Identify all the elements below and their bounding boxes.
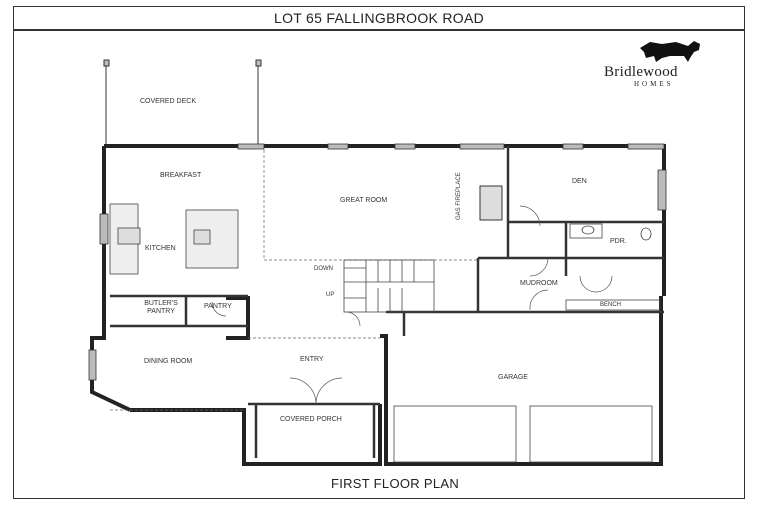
label-den: DEN [572, 178, 587, 185]
label-garage: GARAGE [498, 374, 528, 381]
door-swings [211, 205, 613, 405]
horse-logo-icon [640, 41, 700, 62]
label-up: UP [326, 292, 335, 298]
fireplace [479, 185, 503, 221]
drawing-frame [13, 30, 745, 499]
staircase [343, 259, 435, 313]
label-pantry: PANTRY [204, 303, 232, 310]
label-bench: BENCH [600, 302, 622, 308]
window-marks [88, 143, 667, 381]
footer-title: FIRST FLOOR PLAN [330, 476, 460, 491]
label-great-room: GREAT ROOM [340, 197, 388, 204]
mudroom-bench [565, 299, 661, 311]
label-dining-room: DINING ROOM [144, 358, 193, 365]
garage-doors [393, 405, 653, 463]
zone-lines [110, 150, 478, 411]
label-mudroom: MUDROOM [520, 280, 558, 287]
label-pdr: PDR. [610, 238, 627, 245]
label-kitchen: KITCHEN [145, 245, 176, 252]
plan-title-text: LOT 65 FALLINGBROOK ROAD [273, 10, 484, 26]
label-covered-deck: COVERED DECK [140, 98, 197, 105]
kitchen-cabinets [109, 203, 239, 275]
label-covered-porch: COVERED PORCH [280, 416, 342, 423]
powder-room-fixtures [569, 223, 652, 241]
label-breakfast: BREAKFAST [160, 172, 202, 179]
brand-sub: HOMES [634, 80, 674, 88]
interior-walls [110, 146, 664, 458]
label-down: DOWN [314, 266, 333, 272]
label-gas-fireplace: GAS FIREPLACE [456, 172, 462, 220]
plan-title: LOT 65 FALLINGBROOK ROAD [13, 6, 745, 30]
label-butlers-pantry: BUTLER'S PANTRY [144, 300, 178, 315]
brand-name: Bridlewood [604, 64, 678, 80]
label-entry: ENTRY [300, 356, 324, 363]
covered-deck-outline [103, 59, 262, 146]
